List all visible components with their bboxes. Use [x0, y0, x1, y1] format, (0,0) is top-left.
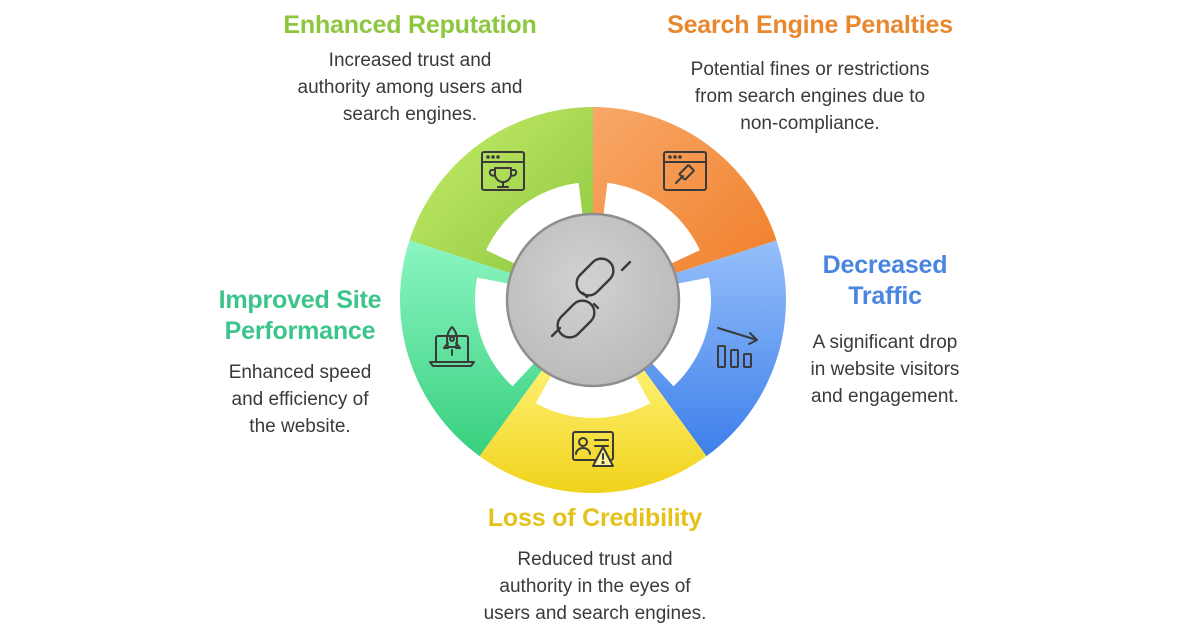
desc-loss-of-credibility: Reduced trust and authority in the eyes … — [483, 549, 707, 624]
label-decreased-traffic: Decreased Traffic A significant drop in … — [770, 250, 1000, 410]
title-enhanced-reputation: Enhanced Reputation — [283, 11, 537, 39]
label-improved-site-performance: Improved Site Performance Enhanced speed… — [190, 285, 410, 440]
center-hub — [505, 212, 681, 388]
label-loss-of-credibility: Loss of Credibility Reduced trust and au… — [430, 503, 760, 627]
declining-chart-icon — [717, 327, 758, 368]
browser-gavel-icon — [663, 151, 707, 191]
rocket-laptop-icon — [429, 326, 475, 367]
title-loss-of-credibility: Loss of Credibility — [487, 504, 703, 532]
title-decreased-traffic: Decreased Traffic — [822, 251, 948, 310]
desc-improved-site-performance: Enhanced speed and efficiency of the web… — [228, 362, 372, 437]
desc-decreased-traffic: A significant drop in website visitors a… — [810, 332, 960, 407]
title-improved-site-performance: Improved Site Performance — [218, 286, 382, 345]
label-enhanced-reputation: Enhanced Reputation Increased trust and … — [240, 10, 580, 128]
id-card-warning-icon — [572, 431, 614, 467]
desc-search-engine-penalties: Potential fines or restrictions from sea… — [690, 59, 930, 134]
broken-link-icon — [550, 257, 632, 339]
title-search-engine-penalties: Search Engine Penalties — [667, 11, 953, 39]
browser-trophy-icon — [481, 151, 525, 191]
desc-enhanced-reputation: Increased trust and authority among user… — [297, 50, 523, 125]
label-search-engine-penalties: Search Engine Penalties Potential fines … — [630, 10, 990, 137]
segment-loss-of-credibility — [479, 356, 707, 493]
